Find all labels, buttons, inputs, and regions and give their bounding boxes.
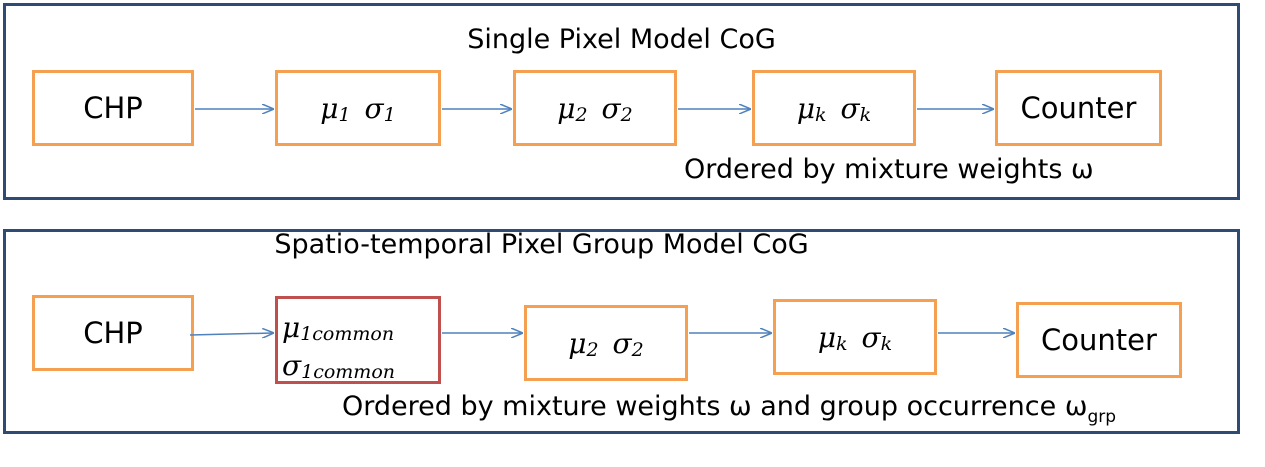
single-counter-label: Counter	[1020, 91, 1137, 125]
group-common-sigma-label: σ1common	[282, 349, 396, 383]
single-panel-title: Single Pixel Model CoG	[467, 24, 776, 55]
single-chp-node: CHP	[32, 70, 194, 146]
group-chp-label: CHP	[83, 316, 143, 350]
group-counter-label: Counter	[1041, 323, 1157, 357]
single-ordering-note: Ordered by mixture weights ω	[684, 154, 1094, 185]
arrow-group-chp-to-common	[189, 333, 273, 335]
group-ordering-note: Ordered by mixture weights ω and group o…	[342, 391, 1117, 427]
group-counter-node: Counter	[1016, 302, 1182, 378]
single-chp-label: CHP	[83, 91, 143, 125]
group-panel-title: Spatio-temporal Pixel Group Model CoG	[274, 229, 809, 260]
single-counter-node: Counter	[995, 70, 1162, 146]
group-common-mu-label: μ1common	[282, 311, 395, 345]
group-chp-node: CHP	[32, 295, 194, 371]
group-common-gaussian-node: μ1common σ1common	[275, 296, 441, 384]
